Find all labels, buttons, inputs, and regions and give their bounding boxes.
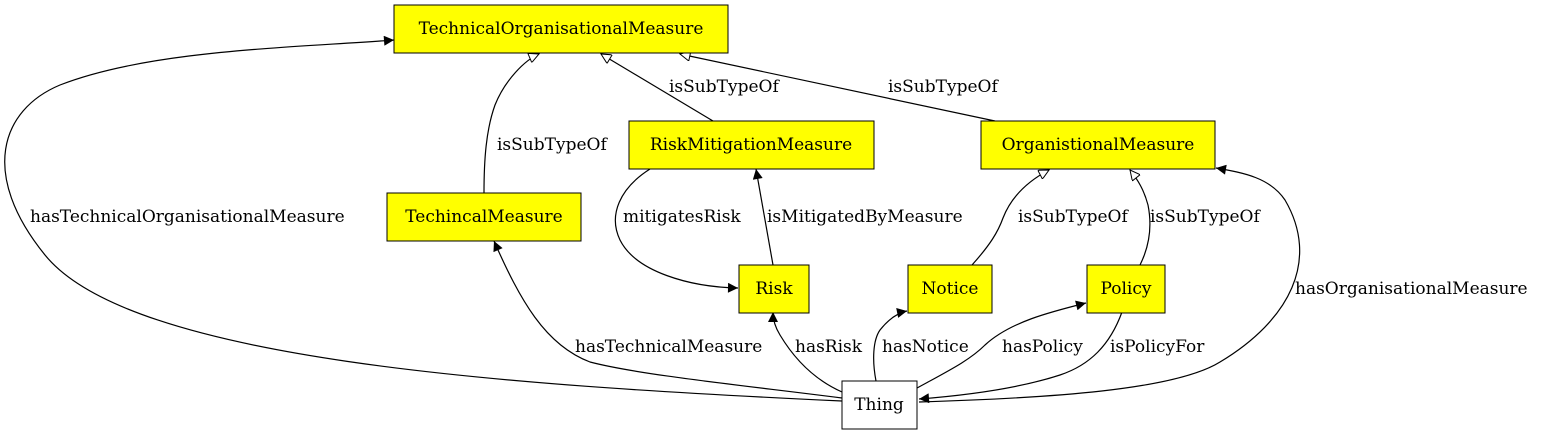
node-label: RiskMitigationMeasure — [650, 135, 852, 155]
label-has-policy: hasPolicy — [1002, 337, 1083, 357]
edge-policy-subtype — [1130, 170, 1151, 266]
edge-has-risk — [768, 311, 843, 393]
label-policy-subtype: isSubTypeOf — [1150, 207, 1261, 227]
node-techincal-measure: TechincalMeasure — [386, 192, 582, 242]
label-techincal-subtype: isSubTypeOf — [497, 135, 608, 155]
node-label: Notice — [922, 279, 979, 299]
label-notice-subtype: isSubTypeOf — [1018, 207, 1129, 227]
node-technical-organisational-measure: TechnicalOrganisationalMeasure — [393, 4, 729, 54]
label-has-organisational: hasOrganisationalMeasure — [1295, 279, 1528, 299]
label-has-risk: hasRisk — [795, 337, 863, 357]
edge-notice-subtype — [971, 169, 1049, 266]
edge-has-notice — [873, 308, 908, 382]
label-has-technical: hasTechnicalMeasure — [575, 337, 762, 357]
edge-has-policy — [916, 300, 1087, 389]
node-risk: Risk — [738, 264, 810, 314]
node-policy: Policy — [1086, 264, 1166, 314]
label-has-notice: hasNotice — [882, 337, 969, 357]
label-mitigates-risk: mitigatesRisk — [623, 207, 741, 227]
node-label: Policy — [1101, 279, 1152, 299]
label-is-mitigated-by: isMitigatedByMeasure — [767, 207, 963, 227]
node-label: Risk — [755, 279, 793, 299]
edge-techincal-subtype — [483, 54, 539, 194]
node-notice: Notice — [907, 264, 993, 314]
edge-riskmitigation-subtype — [601, 54, 714, 122]
edge-has-organisational — [918, 164, 1301, 403]
label-is-policy-for: isPolicyFor — [1110, 337, 1205, 357]
node-label: TechincalMeasure — [405, 207, 563, 227]
node-organistional-measure: OrganistionalMeasure — [980, 120, 1216, 170]
label-organistional-subtype: isSubTypeOf — [888, 77, 999, 97]
edge-organistional-subtype — [680, 54, 996, 122]
node-thing: Thing — [841, 380, 918, 430]
label-riskmitigation-subtype: isSubTypeOf — [669, 77, 780, 97]
node-label: TechnicalOrganisationalMeasure — [419, 19, 704, 39]
label-has-tom: hasTechnicalOrganisationalMeasure — [30, 207, 345, 227]
node-label: OrganistionalMeasure — [1002, 135, 1195, 155]
node-label: Thing — [854, 395, 904, 415]
edge-is-mitigated-by — [752, 168, 774, 266]
edge-mitigates-risk — [614, 168, 739, 293]
edge-has-technical — [493, 240, 843, 399]
node-risk-mitigation-measure: RiskMitigationMeasure — [628, 120, 875, 170]
edge-has-tom — [4, 35, 843, 402]
edge-is-policy-for — [918, 311, 1123, 404]
